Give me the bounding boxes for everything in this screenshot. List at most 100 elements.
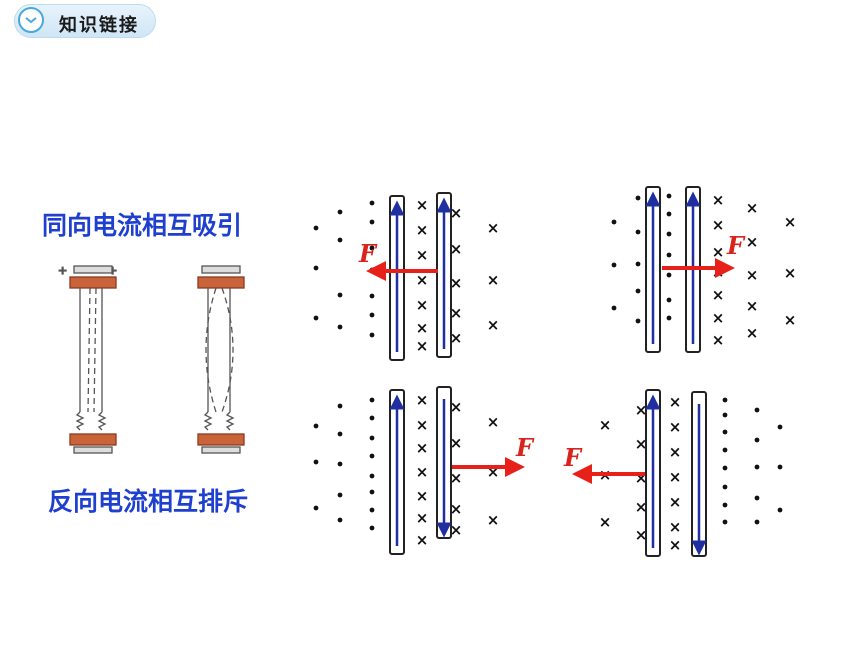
field-dot <box>611 262 617 268</box>
field-cross: × <box>784 311 797 329</box>
svg-text:+: + <box>58 264 67 277</box>
field-dot <box>635 261 641 267</box>
field-cross: × <box>416 531 429 549</box>
field-cross: × <box>669 393 682 411</box>
field-cross: × <box>416 246 429 264</box>
field-cross: × <box>635 526 648 544</box>
field-cross: × <box>450 304 463 322</box>
field-cross: × <box>450 521 463 539</box>
field-cross: × <box>669 418 682 436</box>
field-dot <box>313 225 319 231</box>
field-cross: × <box>635 498 648 516</box>
field-cross: × <box>746 266 759 284</box>
field-cross: × <box>669 468 682 486</box>
field-dot <box>666 297 672 303</box>
field-cross: × <box>416 196 429 214</box>
field-cross: × <box>487 511 500 529</box>
field-cross: × <box>487 219 500 237</box>
field-dot <box>337 237 343 243</box>
field-dot <box>369 415 375 421</box>
field-dot <box>369 219 375 225</box>
field-dot <box>369 473 375 479</box>
field-dot <box>369 397 375 403</box>
clock-icon <box>18 7 44 33</box>
field-dot <box>722 484 728 490</box>
field-dot <box>754 464 760 470</box>
field-cross: × <box>669 518 682 536</box>
field-dot <box>754 519 760 525</box>
field-cross: × <box>669 443 682 461</box>
field-dot <box>369 267 375 273</box>
field-dot <box>666 252 672 258</box>
field-cross: × <box>635 435 648 453</box>
field-cross: × <box>450 398 463 416</box>
field-dot <box>369 200 375 206</box>
field-dot <box>635 229 641 235</box>
field-cross: × <box>746 199 759 217</box>
field-cross: × <box>450 469 463 487</box>
field-cross: × <box>746 297 759 315</box>
field-dot <box>337 431 343 437</box>
field-dot <box>635 318 641 324</box>
field-cross: × <box>599 416 612 434</box>
field-cross: × <box>746 324 759 342</box>
field-cross: × <box>416 509 429 527</box>
force-label: F <box>515 433 535 462</box>
field-cross: × <box>450 274 463 292</box>
field-cross: × <box>487 316 500 334</box>
field-cross: × <box>450 329 463 347</box>
field-cross: × <box>416 296 429 314</box>
field-cross: × <box>746 233 759 251</box>
field-dot <box>666 272 672 278</box>
field-cross: × <box>416 487 429 505</box>
field-cross: × <box>712 191 725 209</box>
field-dot <box>611 219 617 225</box>
field-cross: × <box>635 401 648 419</box>
field-dot <box>313 315 319 321</box>
repel-label: 反向电流相互排斥 <box>48 487 249 516</box>
field-dot <box>337 324 343 330</box>
field-dot <box>722 447 728 453</box>
field-cross: × <box>450 434 463 452</box>
field-cross: × <box>416 337 429 355</box>
field-cross: × <box>712 263 725 281</box>
field-cross: × <box>416 221 429 239</box>
field-dot <box>722 397 728 403</box>
force-label: F <box>563 443 583 472</box>
field-cross: × <box>416 391 429 409</box>
field-dot <box>337 292 343 298</box>
field-cross: × <box>450 500 463 518</box>
section-header-title: 知识链接 <box>59 15 139 36</box>
field-dot <box>369 453 375 459</box>
field-cross: × <box>416 439 429 457</box>
field-dot <box>777 507 783 513</box>
field-dot <box>337 461 343 467</box>
field-dot <box>666 315 672 321</box>
field-dot <box>722 502 728 508</box>
parallel-wires-apparatus-photo: + + <box>58 263 245 454</box>
field-dot <box>369 312 375 318</box>
field-cross: × <box>416 416 429 434</box>
field-dot <box>722 412 728 418</box>
field-cross: × <box>416 271 429 289</box>
field-cross: × <box>450 204 463 222</box>
field-dot <box>722 429 728 435</box>
field-dot <box>635 195 641 201</box>
field-cross: × <box>669 493 682 511</box>
field-dot <box>313 505 319 511</box>
field-dot <box>369 489 375 495</box>
field-cross: × <box>487 271 500 289</box>
field-cross: × <box>784 264 797 282</box>
field-dot <box>313 265 319 271</box>
field-cross: × <box>416 319 429 337</box>
field-dot <box>722 465 728 471</box>
field-cross: × <box>669 536 682 554</box>
force-label: F <box>726 231 746 260</box>
field-cross: × <box>712 286 725 304</box>
field-dot <box>369 507 375 513</box>
field-cross: × <box>784 213 797 231</box>
field-dot <box>337 209 343 215</box>
field-cross: × <box>487 413 500 431</box>
field-cross: × <box>450 240 463 258</box>
